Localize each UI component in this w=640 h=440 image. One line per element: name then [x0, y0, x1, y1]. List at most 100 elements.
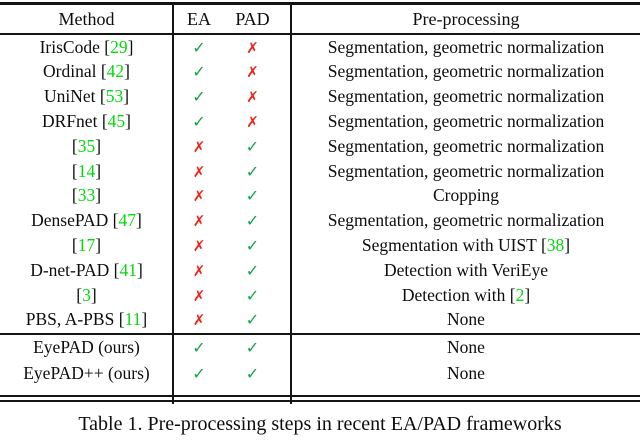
preprocessing-cell: Segmentation, geometric normalization	[292, 63, 640, 81]
method-label: DensePAD	[31, 210, 113, 231]
method-cite-bracket: ]	[125, 111, 131, 132]
preprocessing-citation: 38	[546, 235, 565, 256]
cross-icon: ✗	[192, 311, 206, 330]
table-header-row: Method EA PAD Pre-processing	[0, 5, 640, 33]
preprocessing-cell: Segmentation, geometric normalization	[292, 135, 640, 156]
method-cite-bracket: [	[101, 111, 108, 132]
check-icon: ✓	[245, 310, 260, 330]
method-citation: 42	[106, 61, 125, 82]
preprocessing-label: Segmentation, geometric normalization	[327, 36, 605, 57]
ea-cell: ✓	[173, 63, 225, 81]
preprocessing-cell: Detection with VeriEye	[292, 261, 640, 280]
preprocessing-cell: None	[292, 362, 640, 383]
method-citation: 11	[124, 309, 142, 330]
ea-cell: ✓	[173, 39, 225, 57]
preprocessing-cell: Detection with [2]	[292, 284, 640, 305]
ea-cell: ✓	[173, 365, 225, 383]
cross-icon: ✗	[246, 38, 259, 57]
cross-icon: ✗	[192, 162, 206, 181]
check-icon: ✓	[192, 37, 206, 57]
method-cite-bracket: [	[99, 86, 106, 107]
pad-cell: ✓	[225, 262, 292, 280]
preprocessing-label: None	[447, 362, 485, 383]
ea-cell: ✓	[173, 339, 225, 357]
table-row: [14]✗✓Segmentation, geometric normalizat…	[0, 159, 640, 184]
method-cite-bracket: [	[71, 160, 78, 181]
preprocessing-label: Detection with	[401, 284, 510, 305]
table-row: DRFnet [45]✓✗Segmentation, geometric nor…	[0, 109, 640, 134]
method-citation: 29	[110, 36, 128, 57]
preprocessing-label: None	[447, 336, 485, 357]
method-label: IrisCode	[39, 36, 105, 57]
preprocessing-label: Segmentation, geometric normalization	[327, 61, 605, 82]
ea-cell: ✗	[173, 287, 225, 305]
cross-icon: ✗	[246, 63, 259, 82]
pad-cell: ✓	[225, 365, 292, 383]
column-divider-pad-preprocessing	[290, 4, 292, 404]
pad-cell: ✗	[225, 63, 292, 81]
method-citation: 33	[77, 185, 96, 206]
method-cell: [33]	[0, 187, 173, 205]
pad-cell: ✓	[225, 311, 292, 329]
method-cell: PBS, A-PBS [11]	[0, 311, 173, 329]
table-row: [35] ✗ ✓ Segmentation, geometric normalizat…	[0, 134, 640, 159]
preprocessing-label: Segmentation, geometric normalization	[327, 86, 605, 107]
table-row: EyePAD++ (ours) ✓✓ None	[0, 361, 640, 387]
check-icon: ✓	[245, 260, 260, 280]
method-cell: Ordinal [42]	[0, 63, 173, 81]
cross-icon: ✗	[192, 261, 206, 280]
check-icon: ✓	[192, 62, 206, 82]
col-header-pad: PAD	[235, 9, 270, 29]
method-label: DRFnet	[42, 111, 102, 132]
method-label: UniNet	[43, 86, 100, 107]
table-caption: Table 1. Pre-processing steps in recent …	[78, 412, 562, 435]
table-row: PBS, A-PBS [11]✗✓None	[0, 308, 640, 333]
preprocessing-label: Segmentation, geometric normalization	[327, 135, 605, 156]
method-cite-bracket: ]	[123, 86, 130, 107]
preprocessing-table: Method EA PAD Pre-processing IrisCode [2…	[0, 2, 640, 404]
table-bottom-double-rule	[0, 394, 640, 402]
check-icon: ✓	[245, 136, 260, 156]
method-cite-bracket: ]	[141, 309, 148, 330]
table-body: IrisCode [29]✓✗Segmentation, geometric n…	[0, 35, 640, 333]
check-icon: ✓	[245, 211, 260, 231]
method-citation: 45	[107, 111, 126, 132]
preprocessing-cite-bracket: [	[540, 235, 547, 256]
table-top-rule	[0, 2, 640, 5]
method-cell: [17]	[0, 235, 173, 256]
preprocessing-cite-bracket: ]	[524, 284, 531, 305]
method-label: EyePAD++ (ours)	[23, 362, 150, 383]
method-citation: 47	[118, 210, 137, 231]
method-cite-bracket: ]	[95, 235, 102, 256]
method-cite-bracket: ]	[95, 135, 102, 156]
method-label: EyePAD (ours)	[33, 336, 140, 357]
preprocessing-cell: Segmentation, geometric normalization	[292, 112, 640, 131]
method-label: PBS, A-PBS	[25, 309, 119, 330]
pad-cell: ✓	[225, 212, 292, 230]
cross-icon: ✗	[192, 237, 206, 256]
ea-cell: ✗	[173, 212, 225, 230]
check-icon: ✓	[245, 337, 260, 357]
table-row: IrisCode [29]✓✗Segmentation, geometric n…	[0, 35, 640, 60]
preprocessing-citation: 2	[515, 284, 525, 305]
preprocessing-cell: Segmentation with UIST [38]	[292, 235, 640, 256]
method-cell: EyePAD++ (ours)	[0, 362, 173, 383]
method-cite-bracket: [	[76, 284, 83, 305]
method-cell: [35]	[0, 135, 173, 156]
method-citation: 17	[77, 235, 96, 256]
preprocessing-cell: Segmentation, geometric normalization	[292, 162, 640, 181]
table-row: D-net-PAD [41]✗✓Detection with VeriEye	[0, 258, 640, 283]
preprocessing-cell: Segmentation, geometric normalization	[292, 211, 640, 230]
cross-icon: ✗	[246, 113, 259, 132]
method-cite-bracket: [	[71, 185, 78, 206]
method-cell: [14]	[0, 160, 173, 181]
cross-icon: ✗	[192, 137, 206, 156]
preprocessing-cell: Segmentation, geometric normalization	[292, 36, 640, 57]
method-cite-bracket: ]	[90, 284, 97, 305]
method-cite-bracket: [	[100, 61, 107, 82]
check-icon: ✓	[245, 236, 260, 256]
pad-cell: ✓	[225, 187, 292, 205]
preprocessing-label: Cropping	[432, 185, 500, 206]
preprocessing-cite-bracket: ]	[564, 235, 571, 256]
